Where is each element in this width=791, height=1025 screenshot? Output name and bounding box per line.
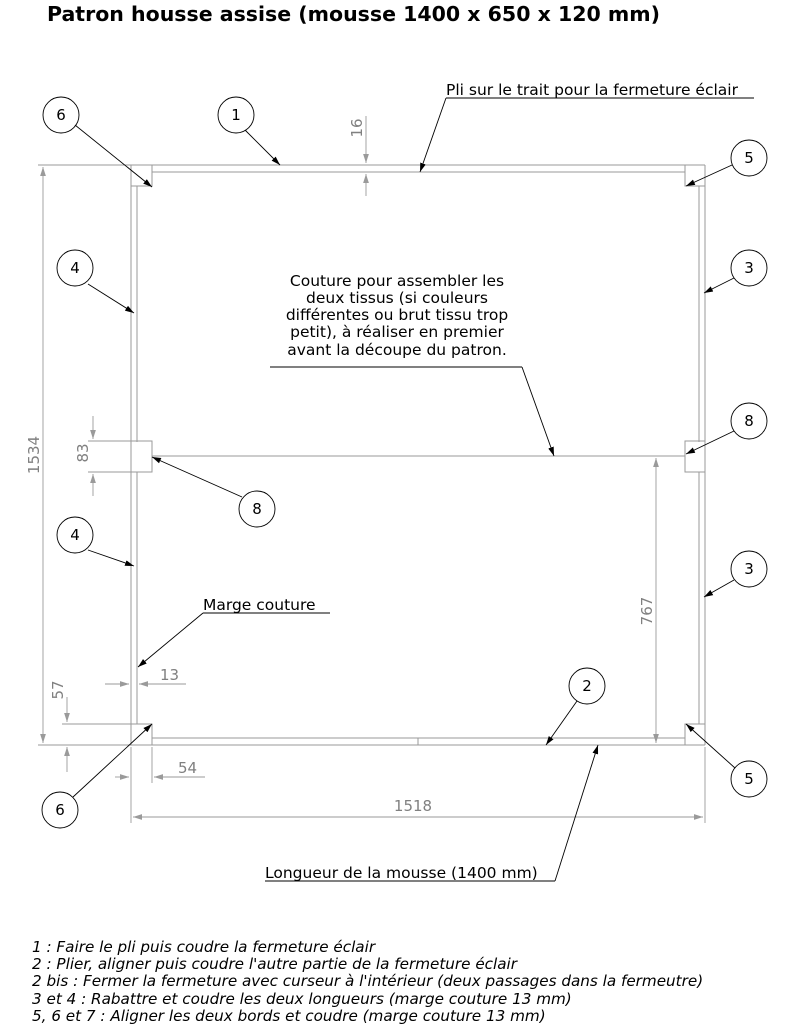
instructions-list: 1 : Faire le pli puis coudre la fermetur…	[32, 938, 704, 1025]
balloon-3-bottom-label: 3	[744, 560, 754, 578]
fold-line-label: Pli sur le trait pour la fermeture éclai…	[446, 81, 739, 99]
balloon-8-right-label: 8	[744, 412, 754, 430]
balloon-3-bottom	[730, 550, 768, 588]
dimension-lines	[38, 116, 706, 823]
balloon-5-bottom	[730, 760, 768, 798]
dimension-values: 1534 16 83 767 13 57 54 1518	[25, 118, 656, 815]
balloon-8-right	[730, 402, 768, 440]
instruction-2: 2 : Plier, aligner puis coudre l'autre p…	[32, 955, 518, 974]
balloon-5-top	[730, 139, 768, 177]
balloon-6-top	[42, 96, 80, 134]
balloon-4-top	[56, 249, 94, 287]
balloon-1	[217, 96, 255, 134]
balloon-2-label: 2	[582, 677, 592, 695]
pattern-outline	[130, 164, 706, 746]
dim-767: 767	[638, 597, 656, 626]
seam-note-line-3: différentes ou brut tissu trop	[286, 306, 508, 324]
balloon-2	[568, 667, 606, 705]
balloon-4-top-label: 4	[70, 259, 80, 277]
dim-16: 16	[348, 118, 366, 137]
seam-margin-label: Marge couture	[203, 596, 316, 614]
seam-note-line-2: deux tissus (si couleurs	[306, 289, 488, 307]
instruction-5-6-7: 5, 6 et 7 : Aligner les deux bords et co…	[32, 1006, 546, 1025]
foam-length-note: Longueur de la mousse (1400 mm)	[265, 744, 599, 882]
balloon-3-top	[730, 249, 768, 287]
balloon-4-bottom-label: 4	[70, 526, 80, 544]
balloon-6-bottom-label: 6	[55, 801, 65, 819]
seam-note: Couture pour assembler les deux tissus (…	[270, 272, 555, 457]
seam-note-line-1: Couture pour assembler les	[290, 272, 504, 290]
balloon-1-label: 1	[231, 106, 241, 124]
balloon-5-bottom-label: 5	[744, 770, 754, 788]
instruction-3-4: 3 et 4 : Rabattre et coudre les deux lon…	[32, 989, 572, 1008]
balloon-4-bottom	[56, 516, 94, 554]
balloon-6-top-label: 6	[56, 106, 66, 124]
seam-note-line-5: avant la découpe du patron.	[287, 341, 507, 359]
dim-57: 57	[49, 680, 67, 699]
dim-54: 54	[178, 759, 197, 777]
fold-line-note: Pli sur le trait pour la fermeture éclai…	[419, 81, 754, 173]
balloon-3-top-label: 3	[744, 259, 754, 277]
balloon-5-top-label: 5	[744, 149, 754, 167]
page-title: Patron housse assise (mousse 1400 x 650 …	[47, 2, 660, 26]
dim-83: 83	[74, 443, 92, 462]
seam-margin-note: Marge couture	[137, 596, 330, 668]
foam-length-label: Longueur de la mousse (1400 mm)	[265, 864, 538, 882]
instruction-1: 1 : Faire le pli puis coudre la fermetur…	[32, 938, 376, 956]
balloons: 6 1 5 4 3 8 8 4 3 2 5 6	[41, 96, 768, 829]
dim-1518: 1518	[394, 797, 432, 815]
instruction-2-bis: 2 bis : Fermer la fermeture avec curseur…	[32, 972, 704, 991]
seam-note-line-4: petit), à réaliser en premier	[290, 323, 504, 341]
balloon-8-left-label: 8	[252, 500, 262, 518]
dim-13: 13	[160, 666, 179, 684]
balloon-8-left	[238, 490, 276, 528]
balloon-6-bottom	[41, 791, 79, 829]
dim-1534: 1534	[25, 436, 43, 474]
